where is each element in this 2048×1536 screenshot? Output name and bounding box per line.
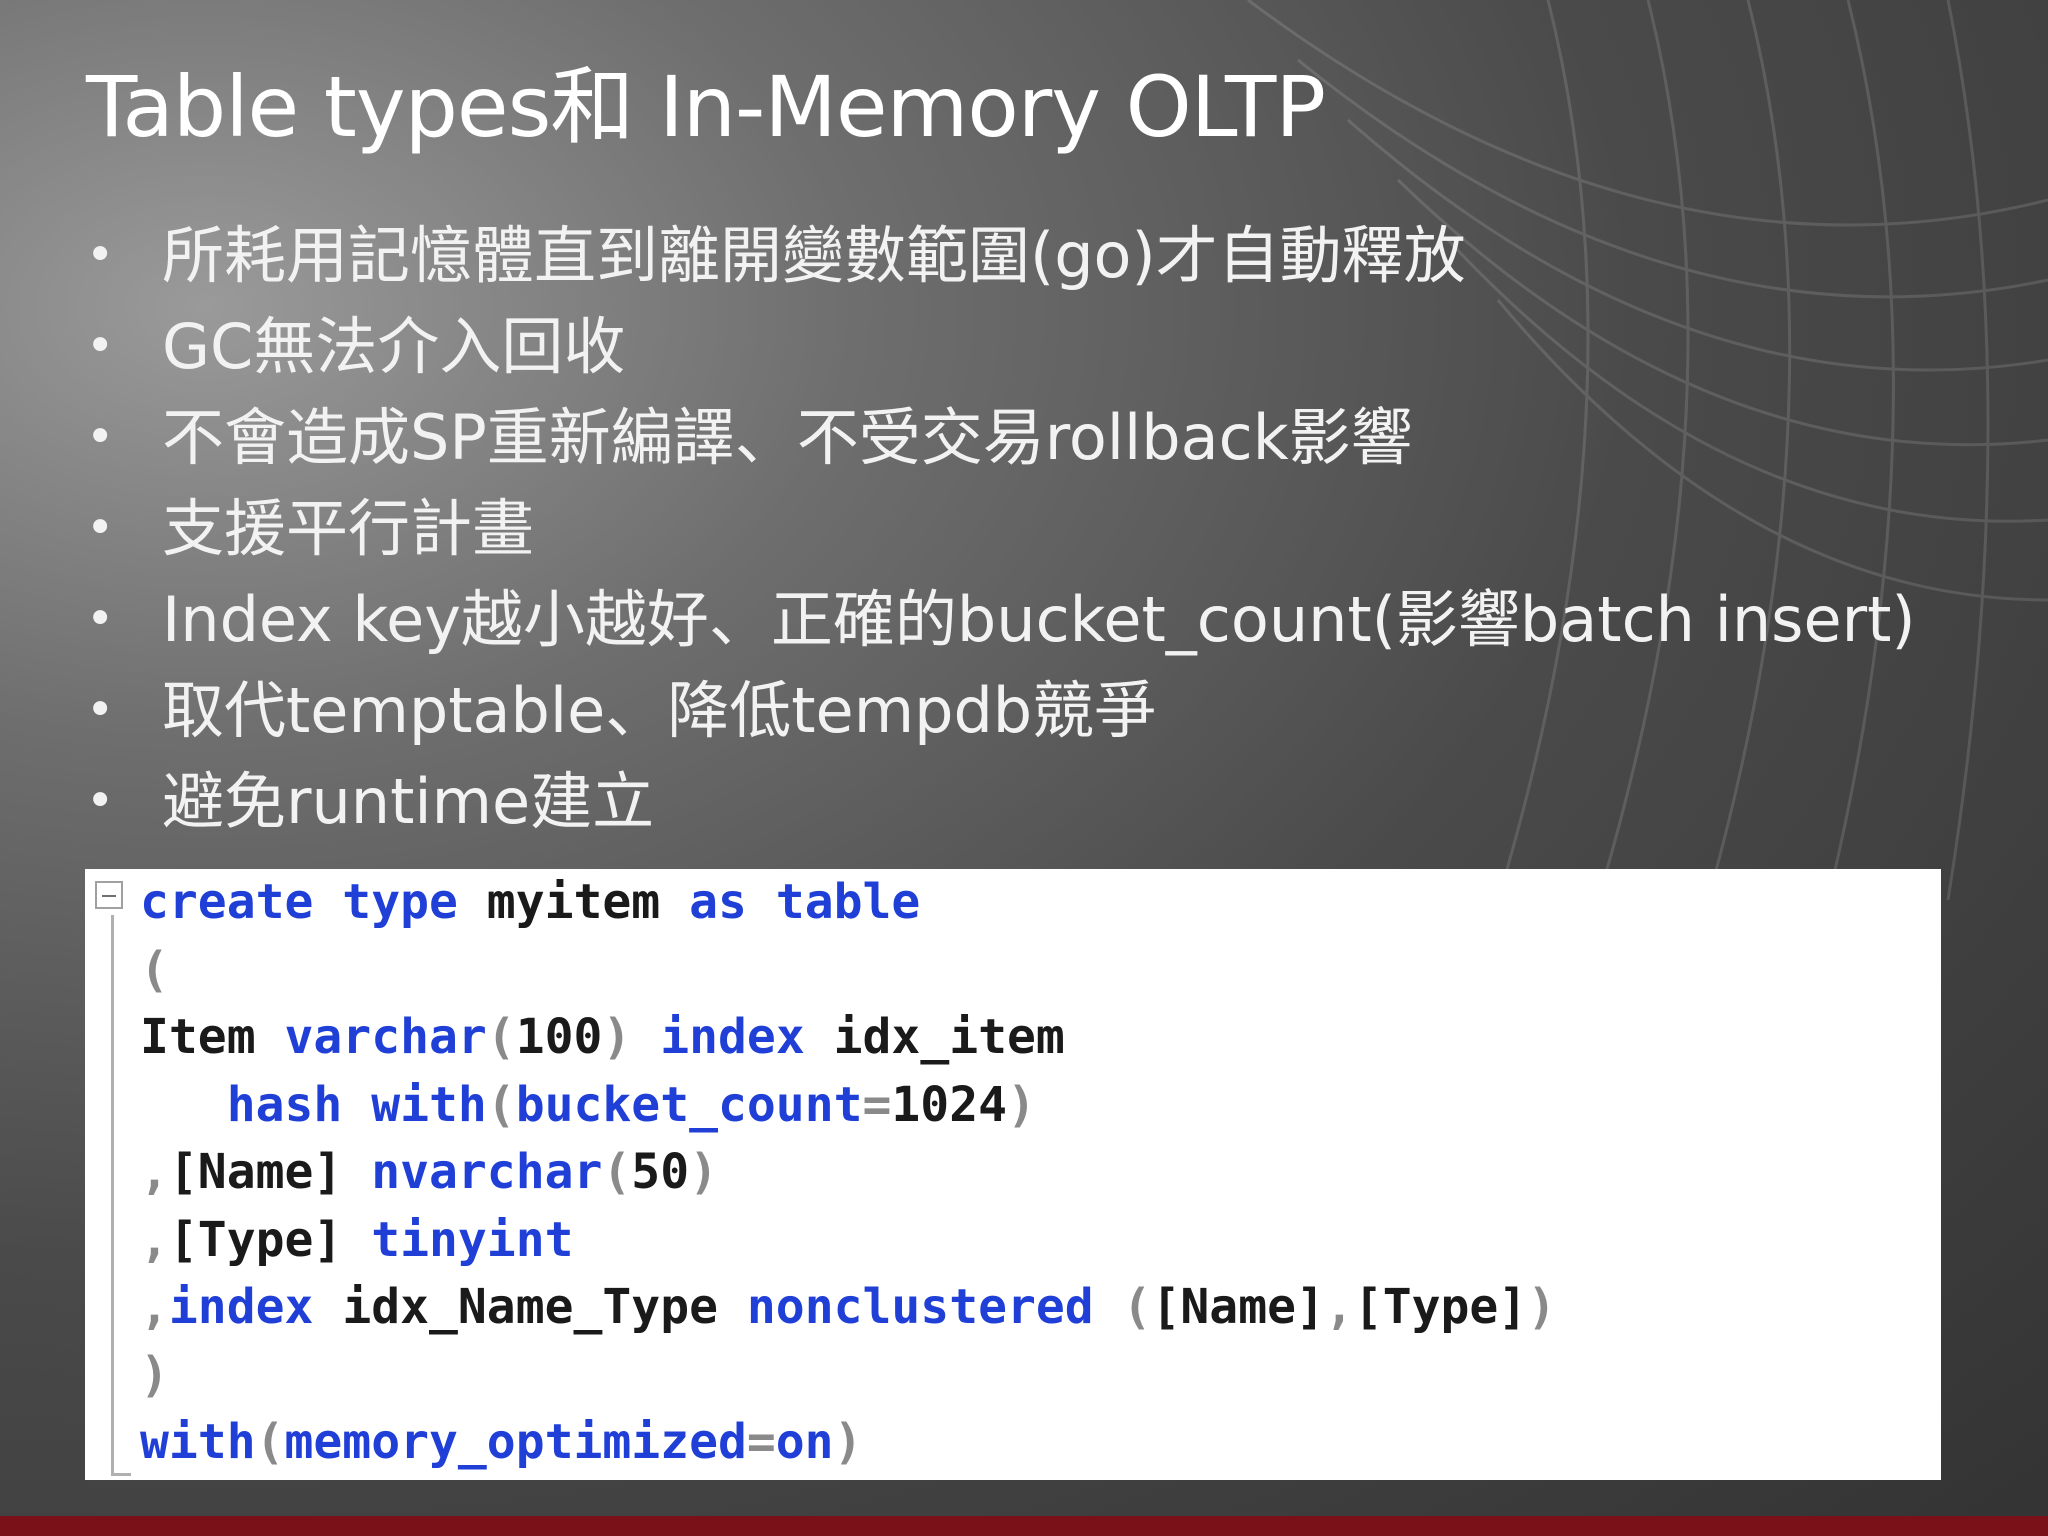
code-space [747,874,776,930]
bullet-dot: • [86,591,115,647]
bullet-text: 取代temptable、降低tempdb競爭 [162,674,1157,747]
code-identifier: 100 [515,1009,603,1065]
code-space [313,1279,342,1335]
code-punct: ) [602,1009,632,1065]
code-keyword: on [775,1414,834,1470]
code-space [1094,1279,1123,1335]
code-line: create type myitem as table [140,869,1556,937]
code-keyword: type [342,874,458,930]
code-keyword: with [140,1414,256,1470]
code-punct: ) [140,1346,169,1403]
code-identifier: Item [140,1009,256,1065]
code-identifier: [Name] [1151,1279,1325,1335]
code-identifier: 1024 [891,1076,1007,1133]
code-space [660,874,689,930]
code-keyword: create [140,874,314,930]
bullet-item: • Index key越小越好、正確的bucket_count(影響batch i… [86,574,1916,665]
code-identifier: idx_Name_Type [342,1279,718,1335]
code-space [718,1279,747,1335]
code-identifier: idx_item [833,1009,1065,1065]
bullet-dot: • [86,500,115,556]
bullet-dot: • [86,773,115,829]
bullet-text: GC無法介入回收 [162,310,626,383]
code-punct: , [140,1144,169,1200]
code-space [342,1077,371,1133]
bullet-item: • 取代temptable、降低tempdb競爭 [86,665,1916,756]
bullet-text: Index key越小越好、正確的bucket_count(影響batch in… [162,583,1916,656]
code-keyword: with [371,1076,487,1133]
code-keyword: nvarchar [371,1144,603,1200]
code-keyword: hash [226,1076,343,1133]
bullet-dot: • [86,227,115,283]
code-punct: ( [486,1076,516,1133]
code-screenshot: create type myitem as table(Item varchar… [85,869,1941,1480]
code-line: ,[Name] nvarchar(50) [140,1139,1556,1207]
code-keyword: index [168,1279,314,1335]
bullet-item: • 避免runtime建立 [86,756,1916,847]
code-keyword: as [689,874,747,930]
collapse-minus-icon[interactable] [95,881,123,909]
code-space [458,874,487,930]
bullet-text: 支援平行計畫 [162,492,535,565]
code-punct: , [140,1211,169,1268]
decorative-mesh-background [1247,0,2048,900]
code-punct: , [140,1279,169,1335]
bullet-text: 不會造成SP重新編譯、不受交易rollback影響 [162,401,1413,474]
code-identifier: [Type] [168,1211,343,1268]
code-punct: ) [1006,1076,1036,1133]
code-punct: = [862,1076,892,1133]
code-outline-line [111,915,114,1475]
bullet-item: • 支援平行計畫 [86,483,1916,574]
code-line: ,index idx_Name_Type nonclustered ([Name… [140,1274,1556,1342]
bullet-dot: • [86,409,115,465]
code-keyword: varchar [284,1009,487,1065]
code-punct: ( [486,1009,516,1065]
code-keyword: nonclustered [746,1279,1094,1335]
bullet-item: • GC無法介入回收 [86,301,1916,392]
slide-title: Table types和 In-Memory OLTP [86,58,1326,156]
code-space [313,874,342,930]
code-punct: ) [689,1144,718,1200]
bullet-item: • 所耗用記憶體直到離開變數範圍(go)才自動釋放 [86,210,1916,301]
code-keyword: bucket_count [515,1076,863,1133]
bullet-text: 避免runtime建立 [162,765,655,838]
bullet-item: • 不會造成SP重新編譯、不受交易rollback影響 [86,392,1916,483]
code-punct: ( [1122,1279,1152,1335]
code-keyword: table [775,874,921,930]
bullet-dot: • [86,318,115,374]
code-space [256,1009,285,1065]
code-line: ( [140,937,1556,1005]
code-identifier: myitem [486,874,661,930]
bullet-list: • 所耗用記憶體直到離開變數範圍(go)才自動釋放 • GC無法介入回收 • 不會造成… [86,210,1916,847]
bullet-dot: • [86,682,115,738]
code-punct: ) [1527,1279,1557,1335]
code-keyword: tinyint [371,1211,574,1268]
code-punct: ( [602,1144,632,1200]
code-punct: ( [140,941,169,998]
code-outline-end [111,1473,131,1476]
bottom-accent-bar [0,1516,2048,1536]
code-space [342,1212,371,1268]
code-punct: = [746,1414,776,1470]
code-line: ) [140,1342,1556,1410]
bullet-text: 所耗用記憶體直到離開變數範圍(go)才自動釋放 [162,219,1466,292]
code-space [342,1144,371,1200]
code-keyword: memory_optimized [284,1414,747,1470]
code-identifier: [Type] [1353,1279,1528,1335]
code-line: Item varchar(100) index idx_item [140,1004,1556,1072]
code-space [631,1009,660,1065]
code-punct: ( [255,1414,285,1470]
code-line: with(memory_optimized=on) [140,1409,1556,1477]
code-identifier: 50 [631,1144,690,1200]
code-line: ,[Type] tinyint [140,1207,1556,1275]
code-space [140,1077,227,1133]
code-identifier: [Name] [168,1144,343,1200]
code-block: create type myitem as table(Item varchar… [140,869,1556,1477]
code-keyword: index [660,1009,805,1065]
code-line: hash with(bucket_count=1024) [140,1072,1556,1140]
code-space [805,1009,834,1065]
code-punct: , [1324,1279,1354,1335]
code-punct: ) [833,1414,863,1470]
